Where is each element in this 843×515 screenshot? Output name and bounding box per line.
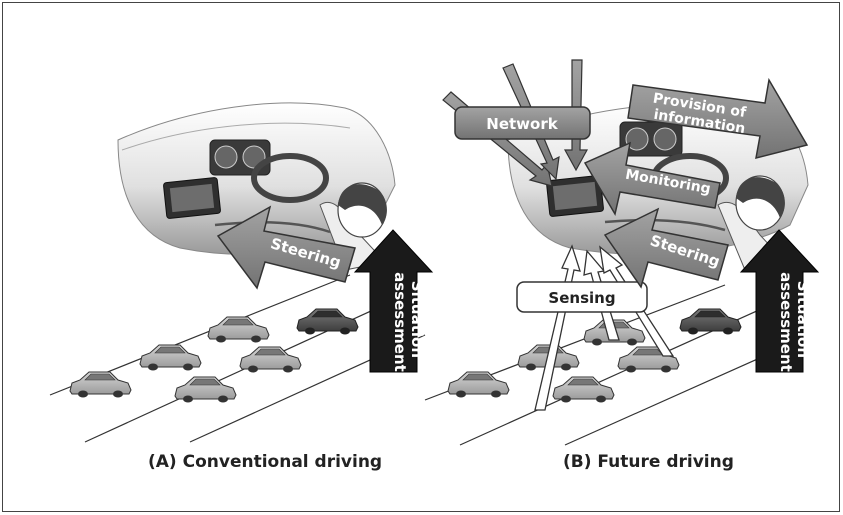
- svg-text:Situation assessment: Situation assessment: [391, 272, 426, 372]
- car: [174, 376, 237, 403]
- panel-b: Sensing Network Provision of information…: [424, 59, 820, 446]
- sensing-box: Sensing: [516, 281, 648, 313]
- caption-b: (B) Future driving: [563, 452, 734, 472]
- situation-arrow-b: Situation assessment: [739, 229, 820, 373]
- lead-car-dark: [679, 308, 742, 335]
- situation-label-b-line1: Situation: [794, 281, 812, 358]
- dashboard-illustration-a: [117, 102, 396, 255]
- car: [139, 344, 202, 371]
- situation-label-b-line2: assessment: [777, 272, 795, 372]
- situation-arrow-a: Situation assessment: [353, 229, 434, 373]
- road-a: [49, 274, 426, 443]
- cars-b: [447, 308, 742, 403]
- sensing-label: Sensing: [548, 289, 615, 307]
- car: [447, 371, 510, 398]
- panel-a: Steering Situation assessment: [49, 102, 434, 443]
- lead-car-dark: [296, 308, 359, 335]
- caption-a: (A) Conventional driving: [148, 452, 383, 472]
- car: [207, 316, 270, 343]
- car: [552, 376, 615, 403]
- car: [69, 371, 132, 398]
- cars-a: [69, 308, 359, 403]
- network-label: Network: [486, 115, 558, 133]
- network-box: Network: [454, 106, 591, 140]
- situation-label-a-line2: assessment: [391, 272, 409, 372]
- svg-text:Situation assessment: Situation assessment: [777, 272, 812, 372]
- car: [239, 346, 302, 373]
- steering-arrow-a: Steering: [216, 205, 356, 290]
- situation-label-a-line1: Situation: [408, 281, 426, 358]
